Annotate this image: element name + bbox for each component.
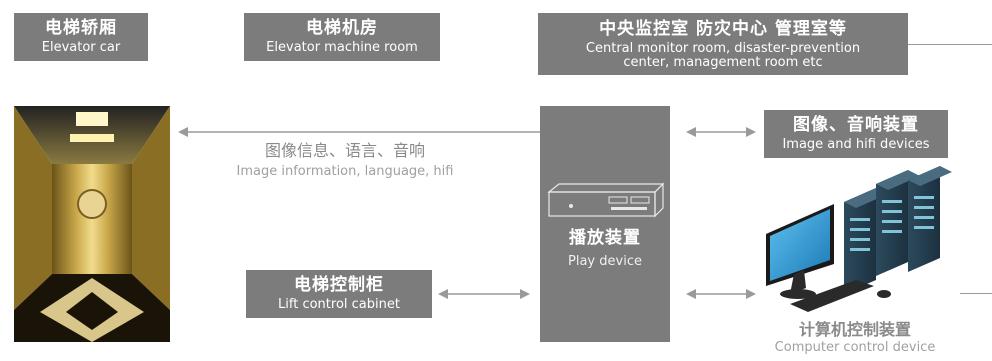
- connector-line-bottom: [960, 293, 992, 294]
- header-machine-room-cn: 电梯机房: [306, 18, 378, 38]
- lift-control-cabinet-cn: 电梯控制柜: [294, 275, 384, 295]
- play-device-panel: 播放装置 Play device: [540, 106, 670, 342]
- arrow-to-elevator-car: [178, 126, 540, 138]
- image-hifi-cn: 图像、音响装置: [793, 115, 919, 135]
- image-info-label: 图像信息、语言、音响 Image information, language, …: [214, 141, 476, 181]
- header-elevator-car: 电梯轿厢 Elevator car: [14, 13, 148, 61]
- header-monitor-room-cn: 中央监控室 防灾中心 管理室等: [599, 19, 847, 39]
- play-device-en: Play device: [568, 254, 642, 269]
- lift-control-cabinet: 电梯控制柜 Lift control cabinet: [246, 270, 432, 318]
- header-elevator-car-cn: 电梯轿厢: [45, 18, 117, 38]
- computer-control-cn: 计算机控制装置: [798, 320, 911, 339]
- header-machine-room-en: Elevator machine room: [266, 40, 418, 55]
- header-elevator-car-en: Elevator car: [41, 40, 121, 55]
- computer-control-label: 计算机控制装置 Computer control device: [752, 320, 958, 356]
- image-info-cn: 图像信息、语言、音响: [264, 141, 425, 160]
- image-hifi-en: Image and hifi devices: [782, 137, 930, 152]
- play-device-icon: [547, 180, 665, 218]
- header-machine-room: 电梯机房 Elevator machine room: [244, 13, 440, 61]
- image-hifi-devices: 图像、音响装置 Image and hifi devices: [764, 110, 948, 158]
- arrow-cabinet-play: [438, 288, 530, 300]
- elevator-car-image: [14, 106, 170, 342]
- arrow-play-computer: [686, 288, 756, 300]
- header-monitor-room-en-1: Central monitor room, disaster-preventio…: [585, 41, 861, 56]
- image-info-en: Image information, language, hifi: [236, 164, 454, 179]
- play-device-cn: 播放装置: [569, 228, 641, 248]
- arrow-play-image-hifi: [686, 126, 756, 138]
- header-monitor-room-en-2: center, management room etc: [623, 55, 823, 70]
- computer-server-icon: [764, 162, 964, 318]
- lift-control-cabinet-en: Lift control cabinet: [278, 297, 400, 312]
- connector-line-top: [908, 44, 992, 45]
- header-monitor-room: 中央监控室 防灾中心 管理室等 Central monitor room, di…: [538, 13, 908, 75]
- computer-control-en: Computer control device: [774, 340, 936, 355]
